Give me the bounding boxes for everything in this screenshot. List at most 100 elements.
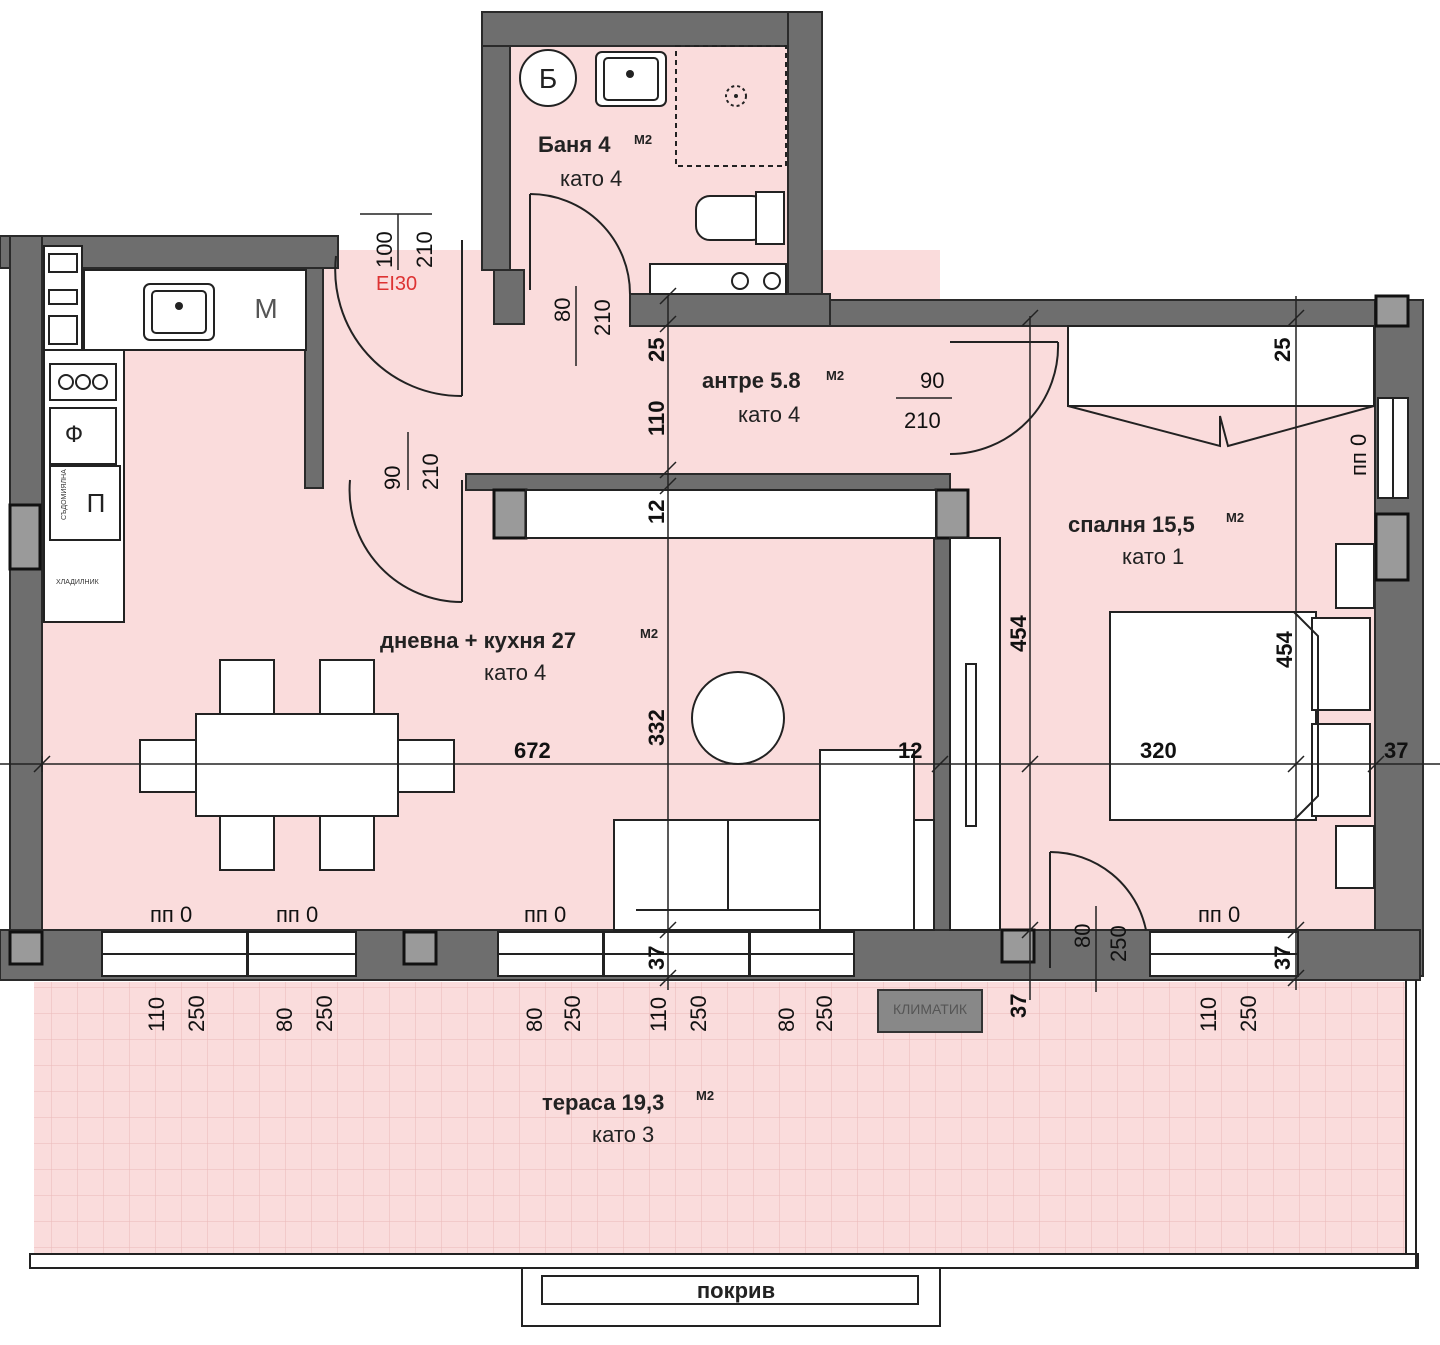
terrace-name: тераса 19,3 [542,1090,664,1115]
dim-bed-door-height: 250 [1106,925,1131,962]
dim-living-door-width: 90 [380,466,405,490]
dim-12-b: 12 [898,738,922,763]
column [8,930,44,966]
living-floor-label: като 4 [484,660,546,685]
wall-left [9,235,43,949]
sill-label: пп 0 [276,902,318,927]
column [934,488,970,540]
boiler-label: Б [539,63,557,94]
dim-bath-door-width: 80 [550,298,575,322]
dim-window-width: 110 [646,997,671,1032]
hallway-name: антре 5.8 [702,368,801,393]
shower-tray [675,45,787,167]
sofa-chaise [819,749,915,931]
bedroom-furniture [1067,325,1375,889]
living-unit: M2 [640,626,658,641]
fridge-note: СЪДОМИЯЛНА [61,469,68,520]
wall-hall-bottom [465,473,951,491]
fire-rating: EI30 [376,273,417,295]
stove-label: Ф [65,421,83,448]
bedroom-name: спалня 15,5 [1068,512,1195,537]
dim-672: 672 [514,738,551,763]
sill-label: пп 0 [524,902,566,927]
wall-bath-left [481,11,511,271]
bathroom-unit: M2 [634,132,652,147]
columns [8,294,1410,966]
terrace-unit: M2 [696,1088,714,1103]
chair [139,739,197,793]
windows [101,397,1409,977]
wall-bath-top [481,11,823,47]
sink-icon [143,283,215,341]
drain-icon [725,85,747,107]
dim-window-width: 110 [144,997,169,1032]
dim-window-width: 110 [1196,997,1221,1032]
roof-box [521,1267,941,1327]
wall-bath-bottom [629,293,831,327]
boiler-icon [519,49,577,107]
dim-454-a: 454 [1006,615,1031,652]
dim-37-b: 37 [644,946,669,970]
wardrobe [1067,325,1375,407]
wall-bath-stub [493,269,525,325]
dim-window-width: 80 [522,1008,547,1032]
dim-window-height: 250 [686,995,711,1032]
dim-entrance-height: 210 [412,231,437,268]
ac-unit [877,989,983,1033]
doors [334,193,1147,968]
dim-window-height: 250 [812,995,837,1032]
bathroom-cabinet [649,263,787,295]
dim-living-door-height: 210 [418,453,443,490]
wall-bath-right [787,11,823,303]
sill-label: пп 0 [1198,902,1240,927]
terrace-edge [29,1253,1419,1269]
chair [219,815,275,871]
dim-entrance-width: 100 [372,231,397,268]
bedroom-unit: M2 [1226,510,1244,525]
nightstand [1335,543,1375,609]
dim-window-width: 80 [272,1008,297,1032]
bathroom-fixtures: Б [519,45,787,295]
ac-label: КЛИМАТИК [893,1001,968,1017]
bathroom-floor-label: като 4 [560,166,622,191]
cabinet-run [43,349,125,623]
living-name: дневна + кухня 27 [380,628,576,653]
wall-partition [933,489,951,931]
dim-hall-door-width: 90 [920,368,944,393]
dim-window-height: 250 [1236,995,1261,1032]
dim-bath-door-height: 210 [590,299,615,336]
chair [397,739,455,793]
terrace-floor [34,982,1406,1254]
chair [319,815,375,871]
roof-label: покрив [697,1278,775,1303]
washbasin-icon [595,51,667,107]
room-labels: Баня 4 M2 като 4 антре 5.8 M2 като 4 спа… [380,132,1244,1147]
dim-320: 320 [1140,738,1177,763]
fridge-label: П [87,488,106,518]
dimension-lines [0,213,1440,1000]
dim-37-d: 37 [1270,946,1295,970]
bedroom-floor-label: като 1 [1122,544,1184,569]
column [492,488,528,540]
bathroom-name: Баня 4 [538,132,611,157]
terrace-floor-label: като 3 [592,1122,654,1147]
hallway-floor-label: като 4 [738,402,800,427]
dimension-text: 100 210 EI30 80 210 25 110 12 332 90 210… [144,231,1408,1032]
dim-37-a: 37 [1384,738,1408,763]
bed [1109,611,1317,821]
column [1374,294,1410,328]
kitchen: M Ф П СЪДОМИЯЛНА ХЛАДИЛНИК [43,245,307,623]
cooktop-icon [49,363,117,401]
column [8,503,42,571]
column [1374,512,1410,582]
dim-110: 110 [644,401,669,437]
dim-window-height: 250 [560,995,585,1032]
sill-label: пп 0 [150,902,192,927]
coffee-table [691,671,785,765]
freezer-note: ХЛАДИЛНИК [56,579,100,586]
dim-bed-door-width: 80 [1070,924,1095,948]
wall-hall-left [304,267,324,489]
dim-12-a: 12 [644,500,669,524]
terrace: КЛИМАТИК покрив [29,980,1419,1327]
chair [319,659,375,715]
